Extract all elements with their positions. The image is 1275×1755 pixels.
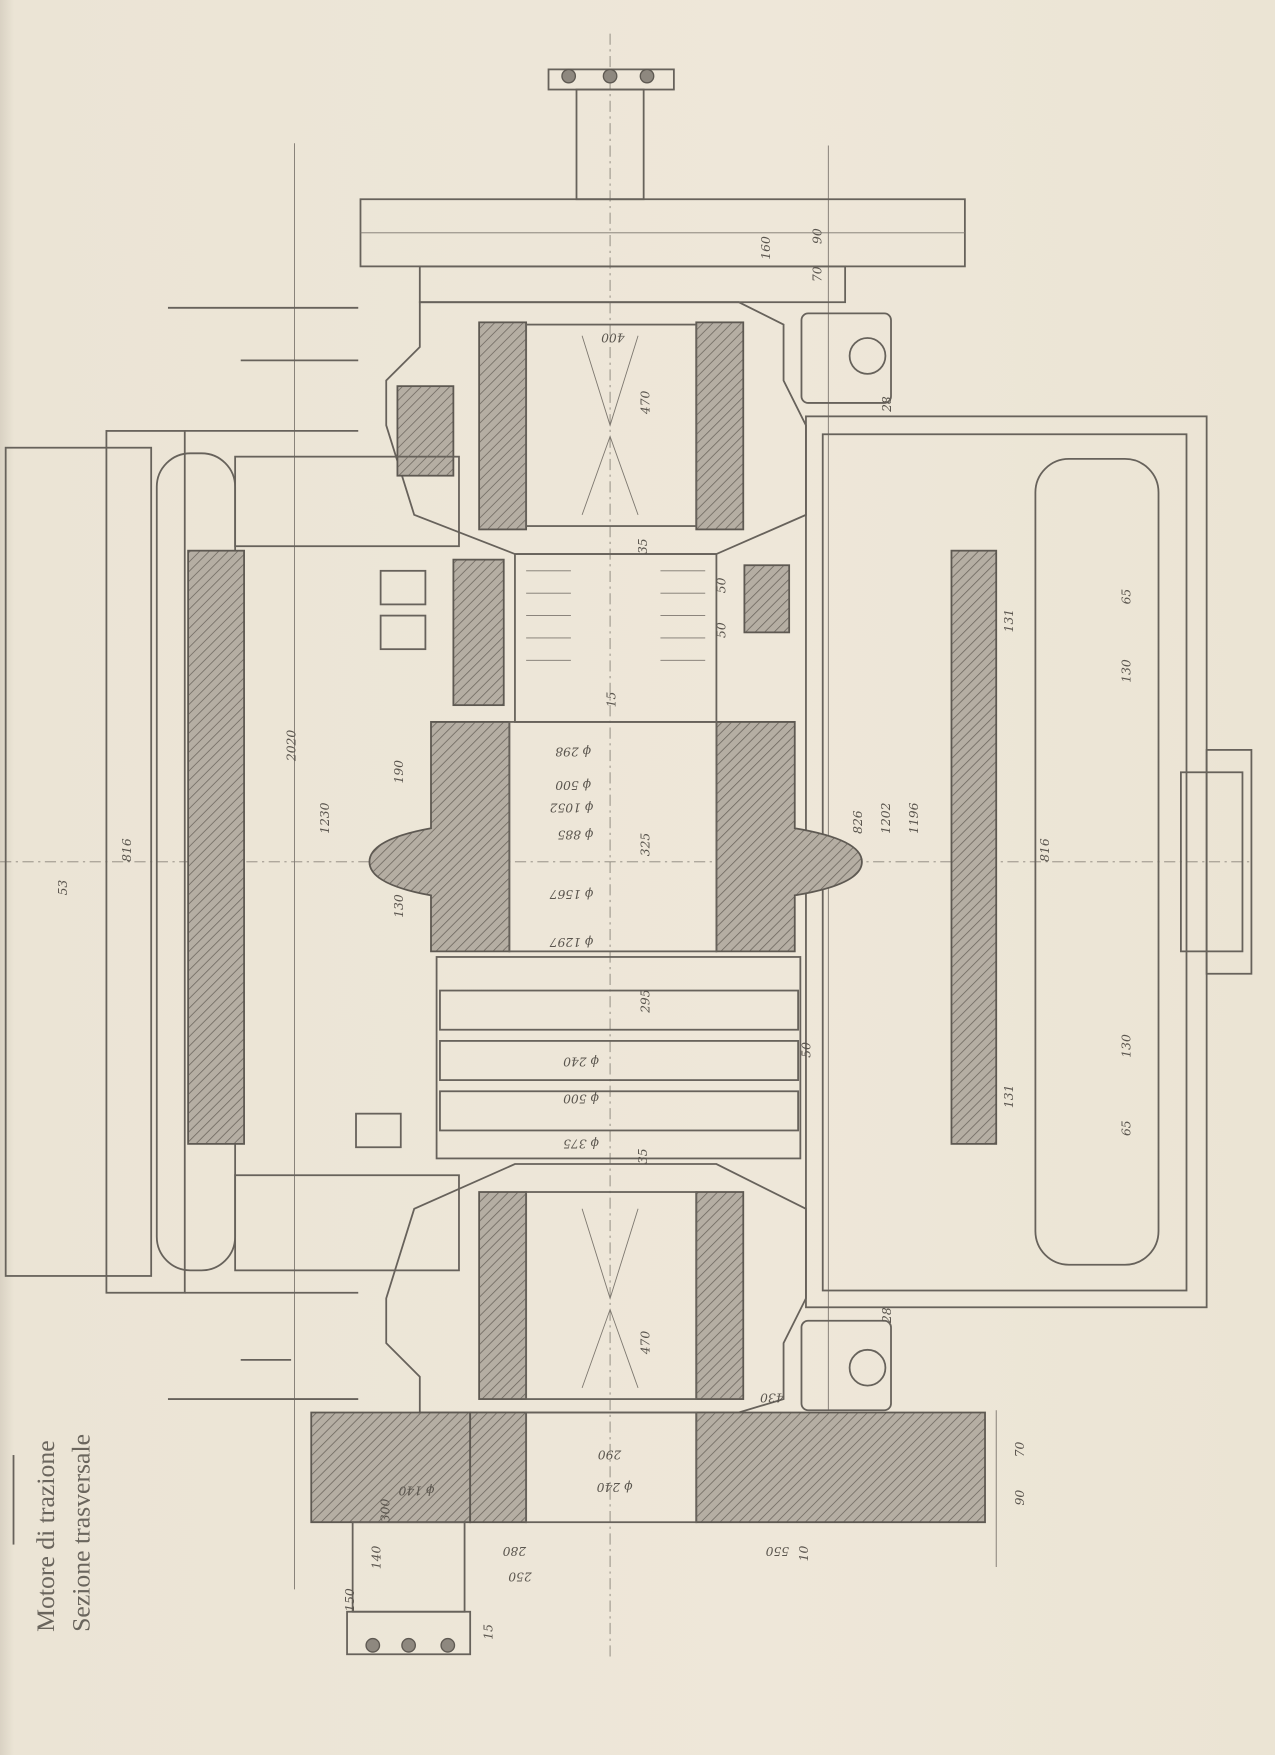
dim-label: 90 (811, 228, 825, 244)
dim-label: ϕ 375 (563, 1136, 599, 1150)
dim-label: 131 (1002, 1085, 1016, 1108)
dim-label: ϕ 1052 (550, 801, 594, 815)
dim-label: 816 (1038, 838, 1052, 862)
left-stator-casing (4, 430, 460, 1294)
top-bearing-housing (385, 301, 892, 555)
dim-label: 1230 (318, 802, 332, 833)
dim-label: ϕ 1297 (550, 935, 594, 949)
dim-label: ϕ 298 (555, 745, 591, 759)
dim-label: 28 (880, 396, 894, 413)
dim-label: 430 (760, 1390, 785, 1404)
dim-label: 130 (1120, 659, 1134, 683)
dim-label: 550 (766, 1544, 790, 1558)
bottom-gear-base (310, 1411, 986, 1524)
dim-label: ϕ 240 (563, 1055, 599, 1069)
dim-label: 90 (1013, 1490, 1027, 1506)
dim-label: 826 (851, 810, 865, 834)
upper-commutator (379, 553, 791, 723)
dim-label: 816 (120, 838, 134, 862)
dim-label: 290 (598, 1448, 623, 1462)
dim-label: ϕ 500 (563, 1092, 599, 1106)
dim-label: 50 (799, 1042, 813, 1058)
dim-label: 70 (1013, 1441, 1027, 1457)
dim-label: 470 (638, 1331, 652, 1356)
dim-label: ϕ 240 (597, 1480, 633, 1494)
right-stator-casing (805, 415, 1253, 1309)
dim-label: 1196 (907, 802, 921, 833)
dim-label: 15 (605, 692, 619, 708)
dim-label: 131 (1002, 609, 1016, 632)
dim-label: 35 (636, 538, 650, 554)
dim-label: ϕ 500 (555, 778, 591, 792)
bottom-coupling (346, 1521, 472, 1656)
dim-label: 130 (1120, 1034, 1134, 1058)
rotor-hub (368, 721, 863, 953)
dim-label: ϕ 1567 (550, 887, 594, 901)
dim-label: 65 (1120, 1120, 1134, 1136)
dim-label: 15 (482, 1624, 496, 1640)
bottom-bearing-housing (385, 1163, 892, 1414)
lower-commutator (355, 956, 802, 1160)
dim-label: 300 (379, 1499, 393, 1523)
caption-title: Motore di trazione (31, 1440, 60, 1632)
dim-label: 295 (638, 989, 652, 1014)
dim-label: 190 (392, 760, 406, 784)
top-wheel-disc (359, 198, 966, 304)
dim-label: 470 (638, 390, 652, 415)
dim-label: 50 (714, 622, 728, 638)
dim-label: 280 (502, 1544, 527, 1558)
dim-label: 400 (601, 331, 626, 345)
dim-label: 1202 (879, 802, 893, 833)
dim-label: 2020 (285, 730, 299, 762)
top-coupling (547, 68, 675, 201)
dim-label: 70 (811, 266, 825, 282)
dim-label: 28 (880, 1307, 894, 1324)
dim-label: 150 (343, 1588, 357, 1612)
dim-label: 50 (714, 577, 728, 593)
dim-label: 53 (56, 880, 70, 896)
dim-label: ϕ 140 (398, 1483, 434, 1497)
dim-label: ϕ 885 (557, 827, 593, 841)
caption-subtitle: Sezione trasversale (67, 1434, 96, 1632)
dim-label: 140 (370, 1546, 384, 1570)
dim-label: 65 (1120, 589, 1134, 605)
dim-label: 160 (759, 236, 773, 260)
dimension-labels: 2020 1230 190 130 816 816 826 1202 1196 … (56, 228, 1133, 1640)
dim-label: 10 (797, 1546, 811, 1562)
dim-label: 325 (638, 833, 652, 857)
dim-label: 250 (508, 1570, 533, 1584)
dim-label: 130 (392, 894, 406, 918)
dim-label: 35 (636, 1148, 650, 1164)
